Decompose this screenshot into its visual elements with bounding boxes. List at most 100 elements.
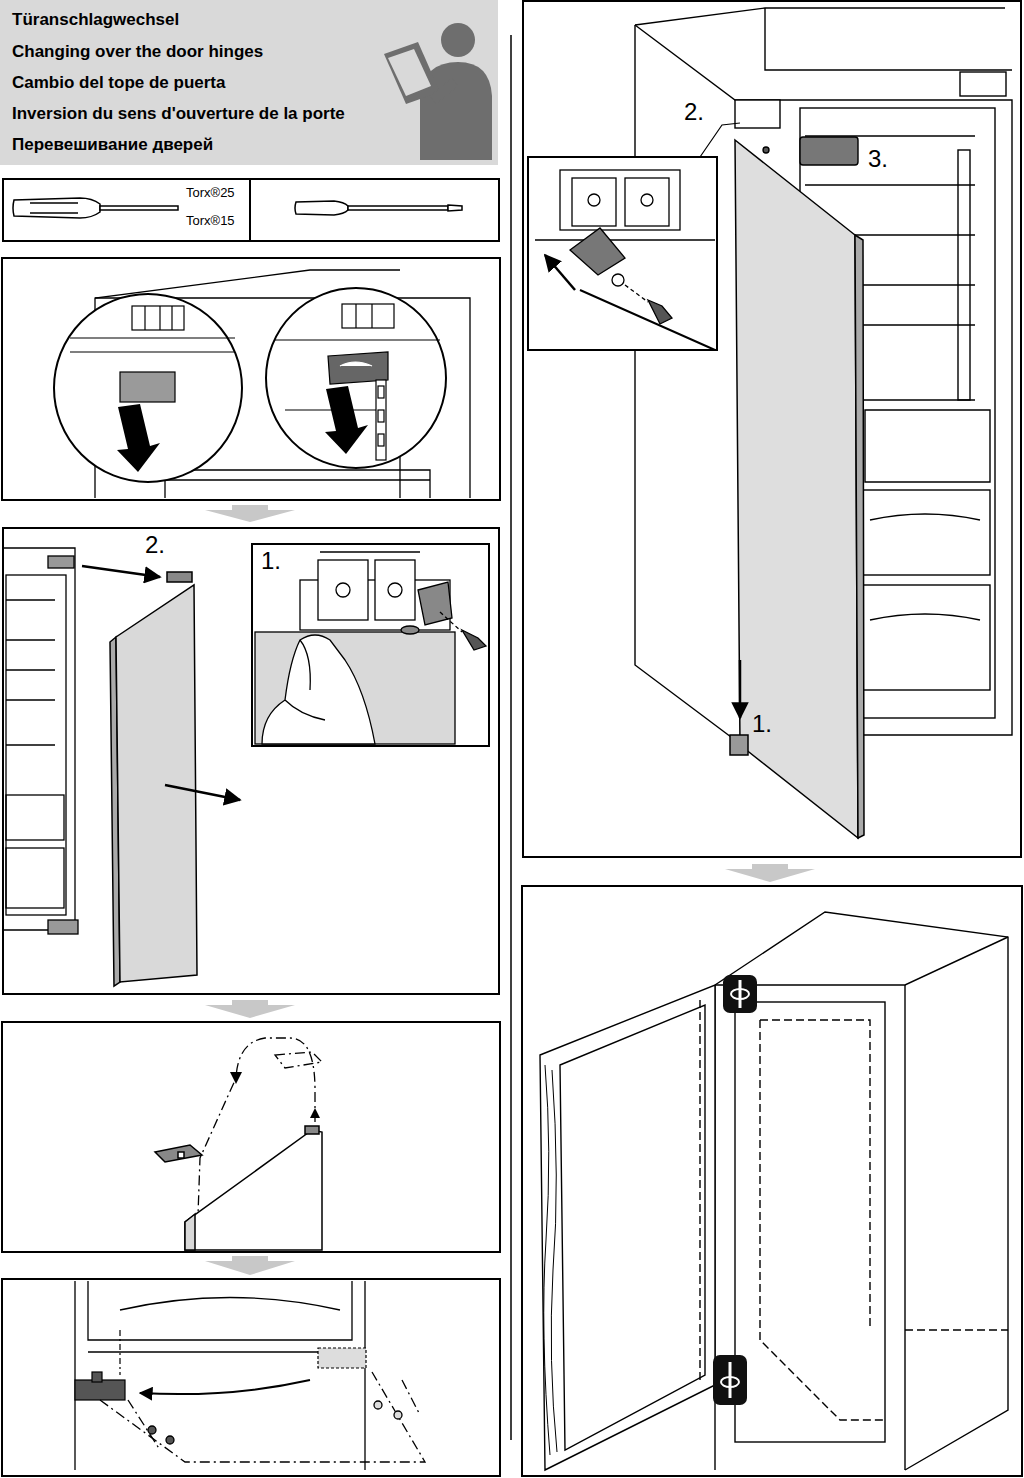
hinge-detail <box>70 337 235 338</box>
bottom-hinge <box>92 1372 102 1382</box>
hinge-screw-icon <box>713 1355 747 1405</box>
open-door <box>699 1000 700 1380</box>
fridge-left <box>6 744 55 745</box>
fridge-cabinet <box>715 937 1008 985</box>
inset-detail <box>255 632 455 744</box>
transfer-line <box>100 1372 425 1462</box>
leader-line <box>700 123 740 157</box>
inset-detail <box>612 274 624 286</box>
hinge-detail <box>342 304 394 328</box>
panel-frame <box>249 180 251 242</box>
hinge-detail <box>371 304 372 328</box>
detail-circle <box>54 294 242 482</box>
move-arrow <box>165 785 240 800</box>
fridge-left <box>48 556 74 568</box>
panel-frame <box>2 1279 500 1476</box>
inset-detail <box>570 228 625 275</box>
detail-circle <box>266 288 446 468</box>
inset-detail <box>253 545 488 745</box>
hinge-screw-icon <box>739 980 742 1008</box>
fridge-top-sketch <box>165 470 430 498</box>
fridge-cabinet <box>715 912 1008 1470</box>
heading-line: Inversion du sens d'ouverture de la port… <box>12 104 345 124</box>
inset-detail <box>528 157 717 350</box>
fridge-bottom <box>75 1281 365 1470</box>
bottom-hinge <box>318 1348 366 1368</box>
bottom-hinge <box>119 1330 120 1375</box>
fridge-cabinet <box>865 410 990 482</box>
hinge-detail <box>378 434 384 446</box>
hinge-detail <box>378 410 384 422</box>
tool-box: Torx®25Torx®15 <box>2 178 500 242</box>
path-line <box>275 1052 322 1068</box>
inset-detail <box>285 700 325 720</box>
transfer-line <box>166 1436 174 1444</box>
fridge-cabinet <box>805 184 975 185</box>
inset-detail <box>462 630 486 650</box>
fridge-cabinet <box>735 1002 885 1442</box>
inset-detail <box>572 178 616 226</box>
step-number: 1. <box>261 547 281 576</box>
move-arrow <box>739 660 742 718</box>
inset-detail <box>262 635 375 744</box>
door-top <box>305 1126 319 1134</box>
screwdriver-torx <box>30 212 78 214</box>
step-number: 2. <box>684 98 704 127</box>
door <box>730 140 864 838</box>
inset-detail <box>625 178 669 226</box>
transfer-line <box>148 1426 156 1434</box>
tool-size-label: Torx®15 <box>186 213 235 229</box>
reader-icon <box>441 23 475 57</box>
open-door <box>540 985 715 1470</box>
fridge-cabinet <box>860 585 990 690</box>
inset-detail <box>318 560 368 620</box>
fridge-cabinet <box>735 100 780 128</box>
fridge-left <box>6 669 55 670</box>
door <box>110 572 197 986</box>
step-number: 1. <box>752 710 772 739</box>
move-arrow <box>82 566 160 577</box>
inset-detail <box>648 300 672 324</box>
open-door <box>544 1065 557 1455</box>
hinge-detail <box>355 304 356 328</box>
fridge-bottom <box>88 1281 352 1340</box>
path-arrow <box>230 1072 320 1118</box>
inset-detail <box>375 560 415 620</box>
inset-detail <box>388 583 402 597</box>
hinge-screw-icon <box>723 975 757 1013</box>
fridge-cabinet <box>765 8 1012 70</box>
fridge-bottom <box>88 1351 352 1352</box>
screwdriver-torx <box>100 206 178 210</box>
inset-detail <box>625 285 648 302</box>
fridge-cabinet <box>960 72 1006 96</box>
fridge-cabinet <box>958 150 970 400</box>
inset-detail <box>535 239 715 240</box>
header-band <box>0 0 498 165</box>
door <box>730 735 748 755</box>
inset-detail <box>336 583 350 597</box>
fridge-left <box>6 795 64 840</box>
transfer-line <box>100 1372 425 1462</box>
fridge-left <box>6 699 55 700</box>
hinge-screw-icon <box>729 1362 732 1398</box>
fridge-cabinet <box>860 490 990 575</box>
path-arrow <box>230 1072 242 1084</box>
open-door <box>560 1005 705 1450</box>
fridge-left <box>6 639 55 640</box>
fridge-cabinet <box>763 147 769 153</box>
door-top <box>155 1145 202 1162</box>
fridge-cabinet <box>870 514 980 620</box>
fridge-top-sketch <box>165 479 430 480</box>
fridge-left <box>4 548 75 930</box>
detail-inset: 1. <box>251 543 490 747</box>
inset-detail <box>300 640 310 690</box>
hinge-detail <box>120 372 175 402</box>
down-arrow <box>325 386 368 454</box>
inset-detail <box>580 290 715 350</box>
hinge-screw-icon <box>713 975 757 1405</box>
screwdriver-flat <box>295 201 348 215</box>
hinge-detail <box>340 362 372 366</box>
fridge-left <box>6 848 64 908</box>
panel-frame <box>2 258 500 500</box>
